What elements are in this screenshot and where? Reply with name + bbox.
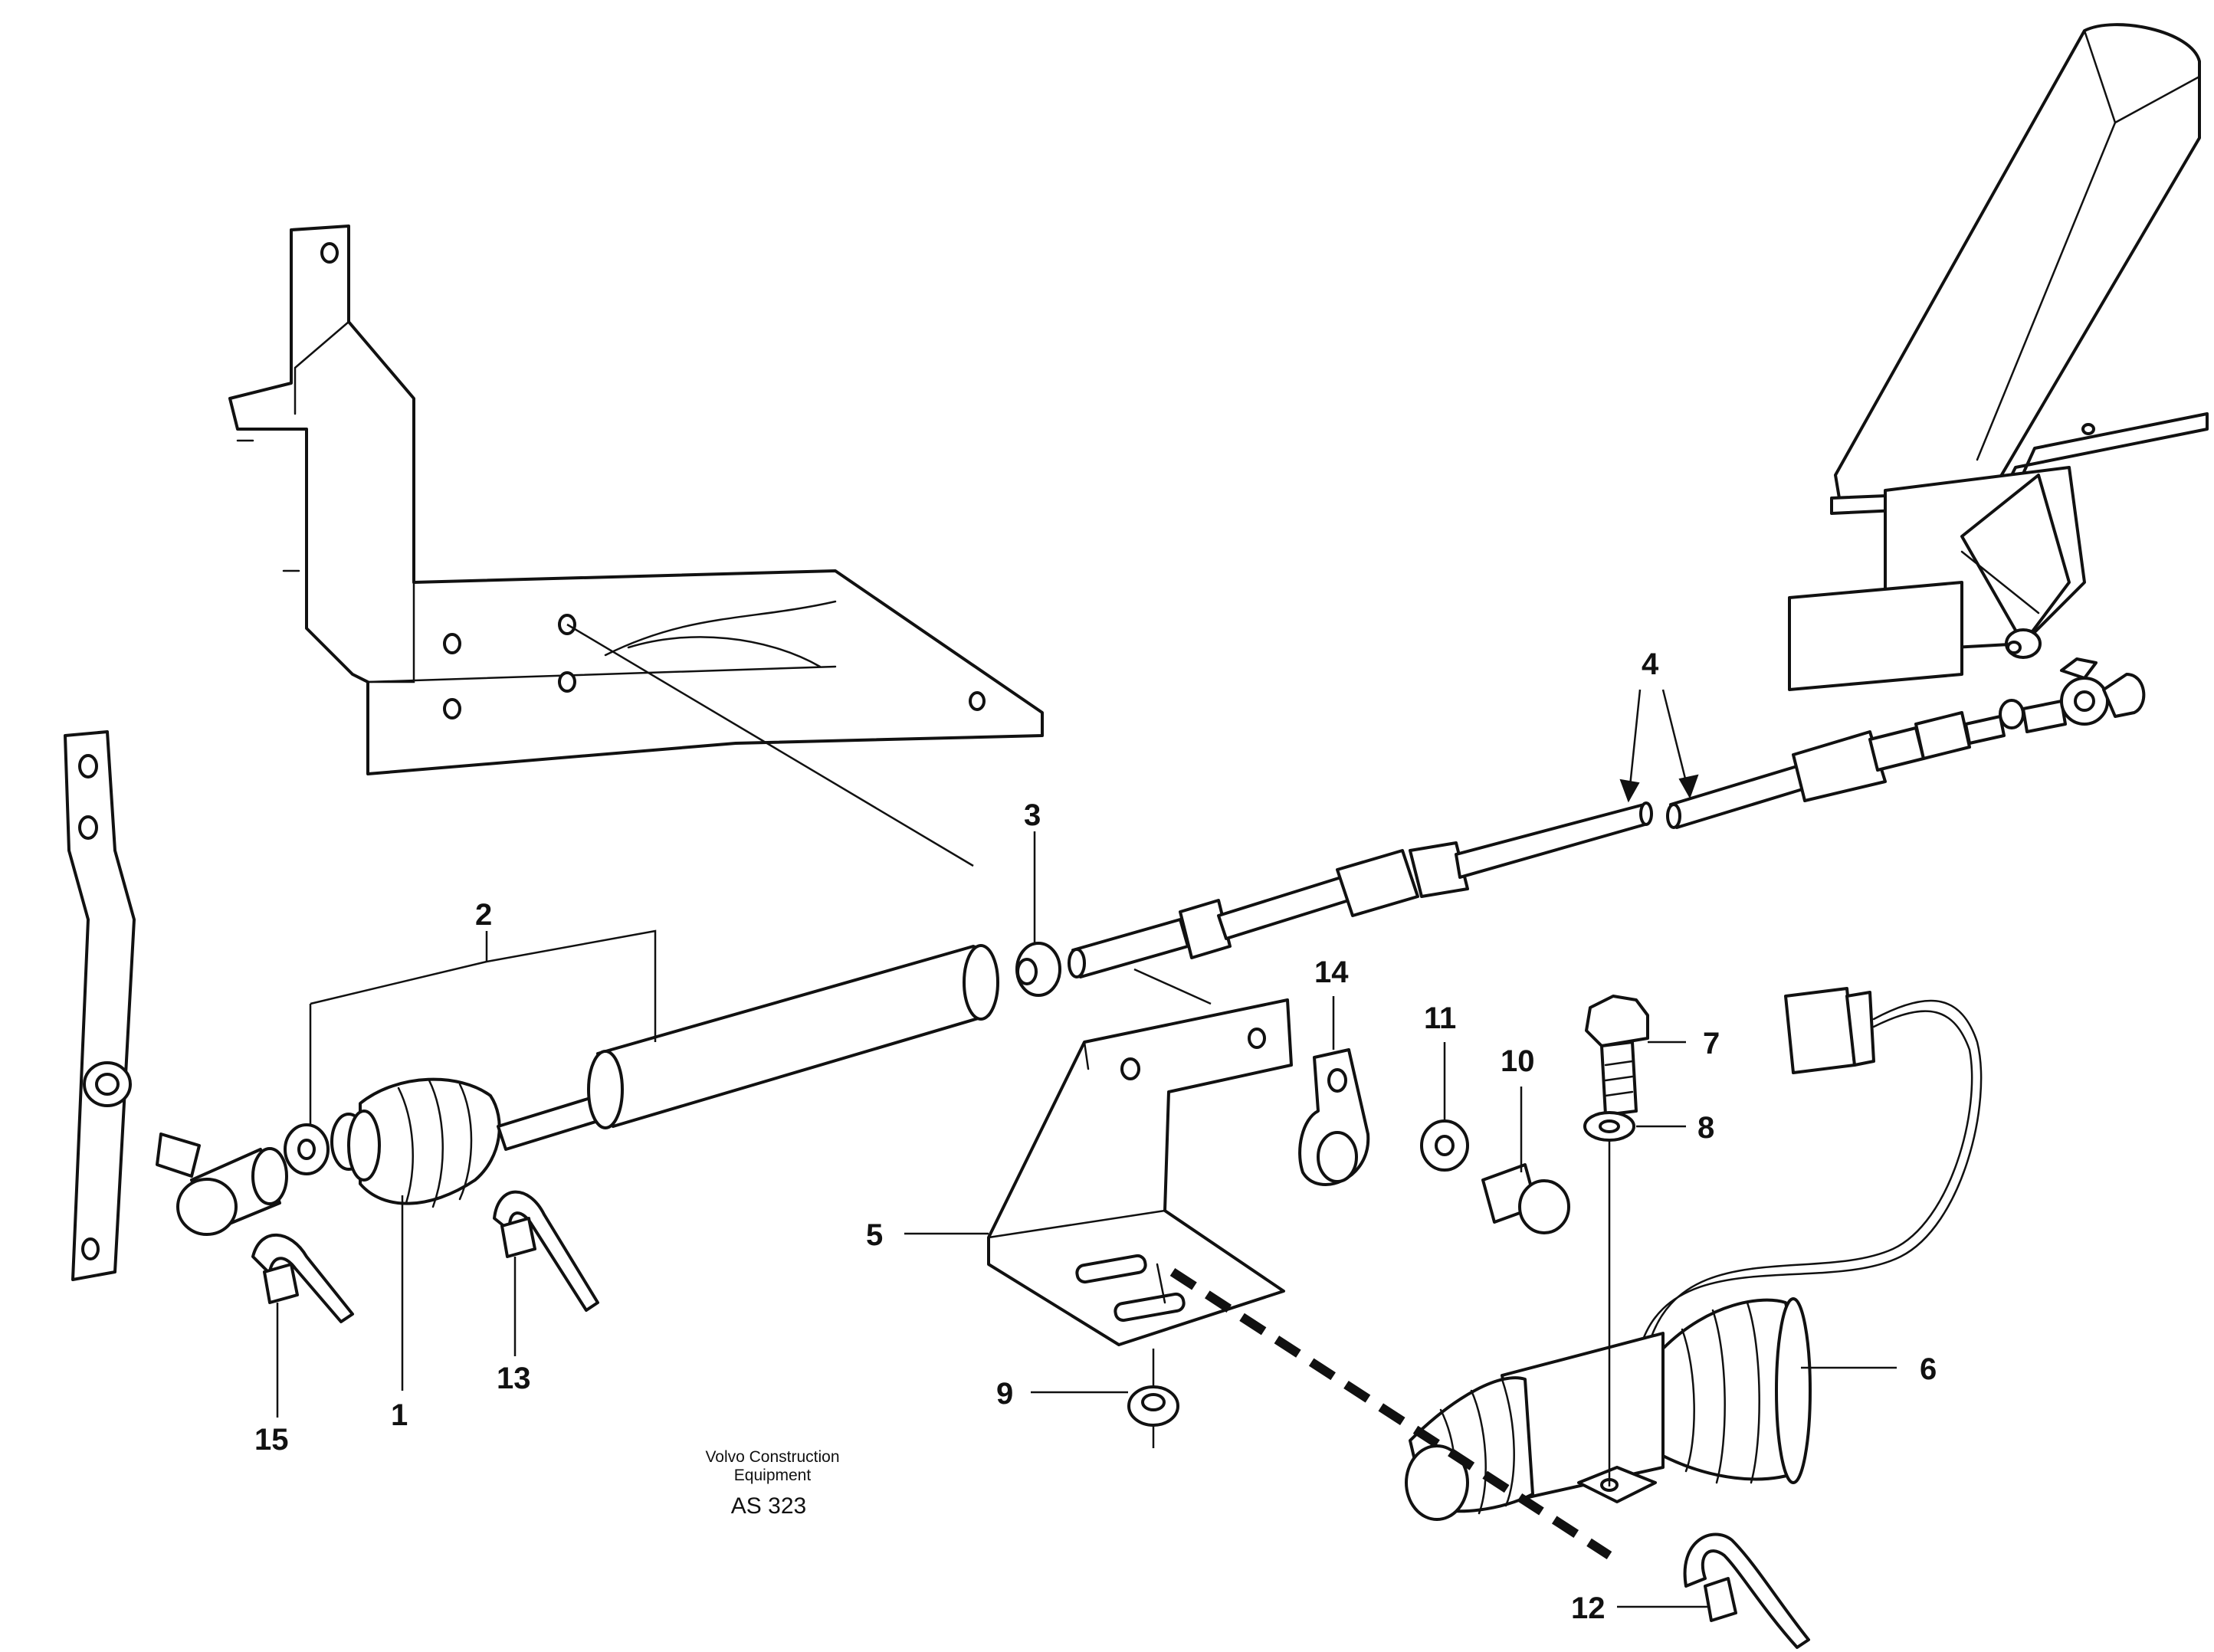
washer-part-8 xyxy=(1583,1111,1635,1142)
callout-1: 1 xyxy=(391,1398,408,1432)
actuator-part-6 xyxy=(1405,1297,1812,1521)
damper-cylinder-part-2 xyxy=(497,944,999,1151)
callout-labels: 1 2 3 4 5 6 7 8 9 10 11 12 13 14 15 xyxy=(254,647,1937,1625)
bolt-part-10 xyxy=(1481,1163,1570,1234)
nut-part-3 xyxy=(1015,942,1061,997)
rubber-boot-part-1 xyxy=(330,1077,501,1208)
leader-lines xyxy=(309,689,1897,1486)
control-cable-part-4-right xyxy=(1666,673,2146,829)
callout-11: 11 xyxy=(1424,1001,1456,1035)
upper-mounting-bracket xyxy=(228,225,1044,867)
callout-7: 7 xyxy=(1703,1027,1720,1060)
callout-4: 4 xyxy=(1642,647,1659,681)
nut-part-9 xyxy=(1127,1349,1179,1448)
cable-tie-part-13 xyxy=(493,1190,599,1356)
alignment-dashed-line xyxy=(1169,1267,1612,1560)
cable-clamp-part-14 xyxy=(1298,1048,1370,1186)
callout-3: 3 xyxy=(1024,798,1041,832)
footer-company-line2: Equipment xyxy=(734,1467,812,1484)
callout-12: 12 xyxy=(1571,1591,1606,1625)
washer-part-11 xyxy=(1420,1119,1469,1172)
control-cable-part-4 xyxy=(1068,801,1653,978)
callout-6: 6 xyxy=(1920,1352,1937,1386)
cable-end-nut xyxy=(284,1123,330,1175)
callout-9: 9 xyxy=(996,1377,1013,1411)
accelerator-pedal xyxy=(1788,23,2209,691)
callout-5: 5 xyxy=(866,1218,883,1252)
mounting-bracket-part-5 xyxy=(987,998,1293,1346)
throttle-lever xyxy=(64,730,136,1281)
callout-15: 15 xyxy=(254,1423,289,1457)
footer-company-line1: Volvo Construction xyxy=(705,1448,839,1466)
electrical-connector xyxy=(1638,987,1983,1350)
callout-8: 8 xyxy=(1697,1111,1714,1145)
callout-10: 10 xyxy=(1501,1044,1535,1078)
ball-joint-left xyxy=(156,1132,288,1236)
footer-block: Volvo Construction Equipment AS 323 xyxy=(705,1448,839,1519)
footer-code: AS 323 xyxy=(731,1493,806,1519)
cable-tie-part-15 xyxy=(251,1233,354,1418)
cable-tie-part-12 xyxy=(1617,1532,1810,1649)
callout-14: 14 xyxy=(1314,955,1349,989)
callout-2: 2 xyxy=(475,898,492,932)
callout-13: 13 xyxy=(497,1362,531,1395)
bolt-part-7 xyxy=(1585,995,1649,1116)
